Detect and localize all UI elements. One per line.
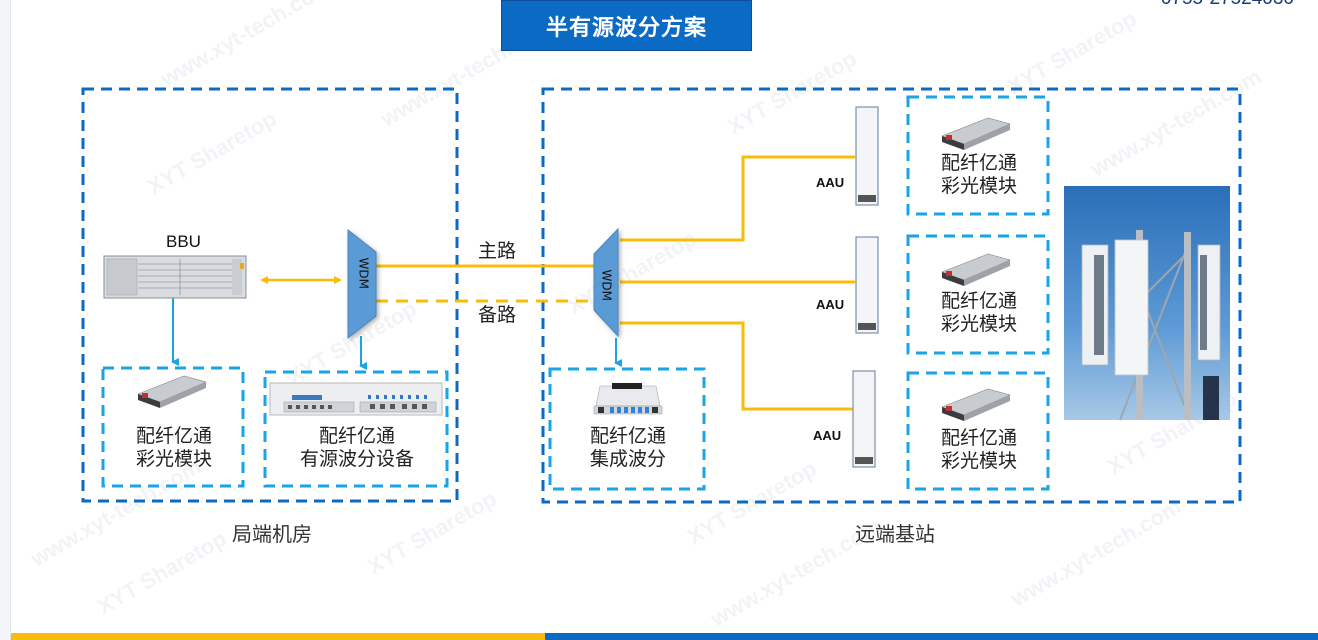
aau-label: AAU [816,297,845,312]
local-module-label: 配纤亿通 彩光模块 [104,425,244,471]
remote-module-box-2 [906,234,1050,355]
label-line: 彩光模块 [940,175,1017,197]
bbu-label: BBU [166,232,201,251]
base-station-photo [1064,186,1230,421]
label-line: 彩光模块 [940,450,1017,472]
bbu-chassis-image [103,255,247,299]
aau-unit-image [855,106,879,206]
left-rail [0,0,11,640]
primary-link-label: 主路 [477,240,516,262]
remote-passive-box [548,367,706,491]
aau-fiber-3 [620,321,855,411]
label-line: 集成波分 [589,448,666,470]
label-line: 配纤亿通 [940,427,1017,449]
remote-module-label-3: 配纤亿通 彩光模块 [909,427,1049,473]
sfp-module-image [941,388,1011,421]
local-module-box [101,366,245,488]
aau-unit-image [855,236,879,334]
sfp-module-image [137,375,207,408]
remote-module-label-2: 配纤亿通 彩光模块 [909,290,1049,336]
page-title: 半有源波分方案 [501,0,752,51]
remote-wdm-label: WDM [599,269,614,301]
passive-wdm-module-image [593,383,663,415]
aau-label: AAU [816,175,845,190]
local-office-boundary [81,87,459,503]
aau-fiber-1 [620,155,855,242]
remote-site-label: 远端基站 [855,522,935,546]
sfp-module-image [941,117,1011,150]
remote-module-box-1 [906,95,1050,216]
active-wdm-device-image [269,382,443,416]
label-line: 彩光模块 [940,313,1017,335]
footer-bar-blue [545,633,1318,640]
aau-label: AAU [813,428,842,443]
backup-link-label: 备路 [477,304,516,326]
local-active-label: 配纤亿通 有源波分设备 [266,425,448,471]
label-line: 配纤亿通 [318,425,395,447]
label-line: 配纤亿通 [589,425,666,447]
remote-module-box-3 [906,371,1050,491]
label-line: 彩光模块 [135,448,212,470]
remote-module-label-1: 配纤亿通 彩光模块 [909,152,1049,198]
remote-site-boundary [541,87,1242,504]
label-line: 有源波分设备 [299,448,414,470]
local-wdm-label: WDM [356,257,371,289]
sfp-module-image [941,253,1011,286]
footer-bar-yellow [11,633,545,640]
local-active-box [263,370,449,488]
label-line: 配纤亿通 [940,290,1017,312]
remote-passive-label: 配纤亿通 集成波分 [551,425,705,471]
remote-wdm [593,227,619,338]
local-wdm [347,228,377,340]
label-line: 配纤亿通 [135,425,212,447]
phone-number: 0755-27524030 [1161,0,1294,10]
local-office-label: 局端机房 [232,522,312,546]
label-line: 配纤亿通 [940,152,1017,174]
aau-unit-image [852,370,876,468]
